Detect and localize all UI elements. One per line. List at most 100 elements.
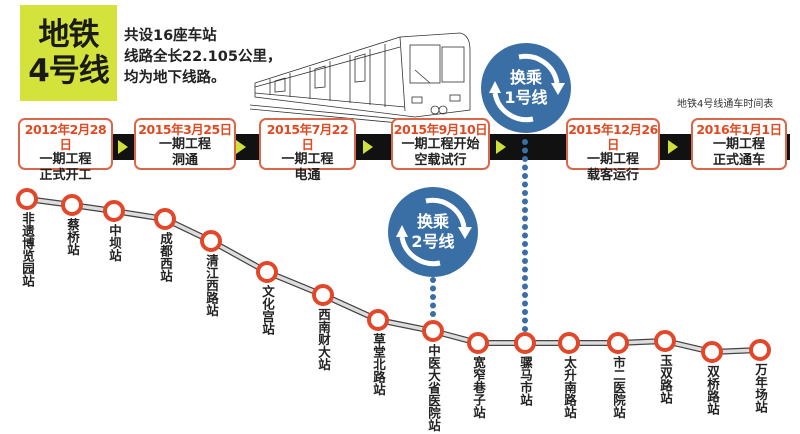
timeline-date: 2015年7月22日: [266, 122, 349, 152]
transfer-dotted-line-1: [522, 147, 528, 154]
station-marker[interactable]: [312, 284, 334, 306]
timeline-desc: 一期工程: [158, 137, 211, 152]
timeline-desc: 洞通: [171, 153, 198, 168]
transfer-dotted-line-1: [522, 207, 528, 213]
transfer-dotted-line-1: [522, 300, 528, 307]
station-marker[interactable]: [514, 332, 536, 354]
timeline-desc: 一期工程: [39, 152, 92, 167]
play-triangle-icon: [496, 140, 506, 154]
transfer-dotted-line-1: [522, 190, 528, 196]
timetable-caption: 地铁4号线通车时间表: [677, 99, 774, 110]
timeline-desc: 载客运行: [586, 168, 639, 183]
transfer-dotted-line-1: [522, 266, 528, 273]
transfer-label: 换乘: [416, 212, 449, 231]
station-marker[interactable]: [607, 332, 629, 354]
transfer-dotted-line-1: [522, 317, 528, 324]
title-box: 地铁 4号线: [20, 5, 117, 101]
timeline-desc: 空载试行: [414, 153, 467, 168]
transfer-dotted-line-1: [522, 224, 528, 230]
transfer-dotted-line-2: [430, 311, 436, 317]
timeline-desc: 一期工程: [586, 152, 639, 167]
summary-line: 共设16座车站: [124, 28, 217, 44]
transfer-label: 换乘: [509, 68, 542, 87]
transfer-dotted-line-2: [430, 302, 436, 309]
station-label: 清江西路站: [204, 254, 219, 317]
timeline-date: 2012年2月28日: [24, 122, 107, 152]
station-label: 太升南路站: [562, 356, 577, 419]
play-triangle-icon: [668, 140, 678, 154]
timeline-desc: 一期工程开始: [401, 137, 480, 152]
transfer-dotted-line-1: [522, 164, 528, 171]
summary: 共设16座车站 线路全长22.105公里， 均为地下线路。: [124, 26, 281, 89]
transfer-dotted-line-1: [522, 139, 528, 145]
transfer-dotted-line-1: [522, 232, 528, 239]
transfer-dotted-line-2: [430, 294, 436, 300]
timeline-item: 2015年9月10日 一期工程开始 空载试行: [391, 118, 490, 170]
metro-train-illustration: [250, 32, 471, 125]
timeline-item: 2015年12月26日 一期工程 载客运行: [566, 118, 660, 183]
station-label: 万年场站: [753, 363, 768, 413]
timeline-date: 2015年3月25日: [138, 122, 232, 137]
station-marker[interactable]: [654, 330, 676, 352]
timeline-item: 2016年1月1日 一期工程 正式通车: [691, 118, 787, 170]
station-marker[interactable]: [154, 208, 176, 230]
station-marker[interactable]: [558, 332, 580, 354]
station-label: 草堂北路站: [371, 333, 386, 396]
transfer-dotted-line-1: [522, 309, 528, 315]
station-marker[interactable]: [367, 309, 389, 331]
transfer-dotted-line-1: [522, 215, 528, 222]
transfer-dotted-line-1: [522, 156, 528, 162]
play-triangle-icon: [236, 140, 246, 154]
station-label: 中坝站: [107, 224, 122, 262]
station-label: 成都西站: [158, 232, 173, 282]
station-marker[interactable]: [16, 188, 38, 210]
station-marker[interactable]: [103, 200, 125, 222]
station-label: 市二医院站: [611, 356, 626, 419]
station-marker[interactable]: [467, 332, 489, 354]
timeline-desc: 一期工程: [281, 152, 334, 167]
summary-line: 线路全长22.105公里，: [124, 49, 282, 65]
transfer-dotted-line-1: [522, 283, 528, 290]
timeline-date: 2015年9月10日: [393, 122, 488, 137]
station-label: 非遗博览园站: [20, 212, 35, 287]
station-label: 双桥路站: [705, 365, 720, 415]
timeline-item: 2015年7月22日 一期工程 电通: [259, 118, 356, 183]
transfer-dotted-line-2: [430, 285, 436, 292]
station-marker[interactable]: [61, 194, 83, 216]
circular-arrows-icon: [396, 197, 472, 267]
timeline-date: 2016年1月1日: [696, 122, 782, 137]
station-label: 玉双路站: [658, 354, 673, 404]
title-line1: 地铁: [38, 17, 100, 53]
track: [26, 197, 761, 354]
station-label: 文化宫站: [260, 285, 275, 335]
station-marker[interactable]: [422, 320, 444, 342]
transfer-dotted-line-1: [522, 249, 528, 256]
station-marker[interactable]: [701, 341, 723, 363]
transfer-dotted-line-1: [522, 275, 528, 281]
title-line2: 4号线: [28, 53, 110, 89]
timeline-desc: 电通: [294, 168, 321, 183]
station-label: 西南财大站: [316, 308, 331, 371]
station-marker[interactable]: [200, 230, 222, 252]
station-label: 蔡桥站: [65, 218, 80, 256]
transfer-dotted-line-2: [430, 277, 436, 283]
station-marker[interactable]: [749, 339, 771, 361]
transfer-dotted-line-1: [522, 181, 528, 188]
station-label: 骡马市站: [518, 356, 533, 406]
transfer-dotted-line-1: [522, 292, 528, 298]
timeline-date: 2015年12月26日: [568, 122, 658, 152]
transfer-line: 2号线: [411, 232, 455, 251]
circular-arrows-icon: [489, 53, 565, 123]
summary-line: 均为地下线路。: [124, 70, 226, 86]
timeline-desc: 正式开工: [39, 168, 92, 183]
timeline-desc: 一期工程: [712, 137, 765, 152]
station-marker[interactable]: [256, 261, 278, 283]
timeline-item: 2012年2月28日 一期工程 正式开工: [18, 118, 113, 183]
transfer-dotted-line-1: [522, 326, 528, 332]
transfer-dotted-line-1: [522, 241, 528, 247]
play-triangle-icon: [363, 140, 373, 154]
transfer-dotted-line-1: [522, 258, 528, 264]
timeline-item: 2015年3月25日 一期工程 洞通: [134, 118, 236, 170]
station-label: 宽窄巷子站: [471, 356, 486, 419]
